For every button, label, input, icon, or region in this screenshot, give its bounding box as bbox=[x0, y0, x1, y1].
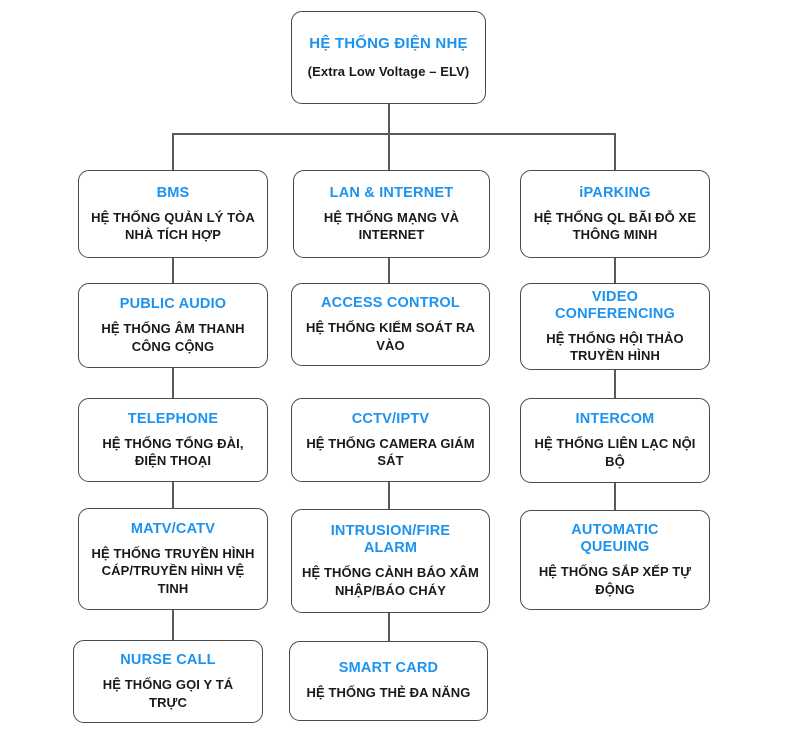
node-description: HỆ THỐNG QUẢN LÝ TÒA NHÀ TÍCH HỢP bbox=[91, 209, 255, 243]
node-description: HỆ THỐNG THẺ ĐA NĂNG bbox=[306, 685, 471, 701]
node-telephone[interactable]: TELEPHONE HỆ THỐNG TỔNG ĐÀI, ĐIỆN THOẠI bbox=[78, 398, 268, 482]
connector-middle-1-2 bbox=[388, 258, 390, 283]
node-description: HỆ THỐNG QL BÃI ĐỖ XE THÔNG MINH bbox=[533, 209, 697, 243]
node-title: VIDEO CONFERENCING bbox=[554, 288, 675, 322]
node-description: HỆ THỐNG KIỂM SOÁT RA VÀO bbox=[306, 320, 475, 353]
connector-bus-to-middle bbox=[388, 133, 390, 170]
node-title: iPARKING bbox=[579, 184, 651, 201]
connector-root-trunk bbox=[388, 104, 390, 134]
node-automatic-queuing[interactable]: AUTOMATIC QUEUING HỆ THỐNG SẮP XẾP TỰ ĐỘ… bbox=[520, 510, 710, 610]
node-matv-catv[interactable]: MATV/CATV HỆ THỐNG TRUYỀN HÌNH CÁP/TRUYỀ… bbox=[78, 508, 268, 610]
node-video-conferencing[interactable]: VIDEO CONFERENCING HỆ THỐNG HỘI THẢO TRU… bbox=[520, 283, 710, 370]
connector-right-1-2 bbox=[614, 258, 616, 283]
node-description: HỆ THỐNG MẠNG VÀ INTERNET bbox=[323, 209, 460, 243]
node-cctv-iptv[interactable]: CCTV/IPTV HỆ THỐNG CAMERA GIÁM SÁT bbox=[291, 398, 490, 482]
connector-left-1-2 bbox=[172, 258, 174, 283]
node-smart-card[interactable]: SMART CARD HỆ THỐNG THẺ ĐA NĂNG bbox=[289, 641, 488, 721]
connector-right-3-4 bbox=[614, 483, 616, 510]
connector-left-3-4 bbox=[172, 482, 174, 508]
node-title: INTERCOM bbox=[575, 411, 655, 428]
node-title: PUBLIC AUDIO bbox=[119, 296, 227, 313]
connector-right-2-3 bbox=[614, 370, 616, 398]
node-description: HỆ THỐNG ÂM THANH CÔNG CỘNG bbox=[101, 321, 245, 354]
node-title: LAN & INTERNET bbox=[329, 184, 454, 201]
node-title: NURSE CALL bbox=[120, 652, 216, 669]
node-intrusion-fire-alarm[interactable]: INTRUSION/FIRE ALARM HỆ THỐNG CẢNH BÁO X… bbox=[291, 509, 490, 613]
node-title: ACCESS CONTROL bbox=[321, 295, 460, 312]
node-description: HỆ THỐNG TRUYỀN HÌNH CÁP/TRUYỀN HÌNH VỆ … bbox=[91, 546, 255, 596]
node-description: HỆ THỐNG CAMERA GIÁM SÁT bbox=[306, 435, 475, 469]
node-title: TELEPHONE bbox=[127, 410, 219, 427]
node-description: HỆ THỐNG HỘI THẢO TRUYỀN HÌNH bbox=[546, 330, 684, 364]
node-title: BMS bbox=[156, 184, 190, 201]
node-description: HỆ THỐNG CẢNH BÁO XÂM NHẬP/BÁO CHÁY bbox=[302, 565, 479, 598]
connector-left-4-5 bbox=[172, 610, 174, 640]
connector-middle-4-5 bbox=[388, 613, 390, 641]
node-root-elv[interactable]: HỆ THỐNG ĐIỆN NHẸ (Extra Low Voltage – E… bbox=[291, 11, 486, 104]
node-nurse-call[interactable]: NURSE CALL HỆ THỐNG GỌI Y TÁ TRỰC bbox=[73, 640, 263, 723]
node-title: SMART CARD bbox=[338, 660, 439, 677]
node-description: HỆ THỐNG GỌI Y TÁ TRỰC bbox=[102, 677, 234, 710]
node-public-audio[interactable]: PUBLIC AUDIO HỆ THỐNG ÂM THANH CÔNG CỘNG bbox=[78, 283, 268, 368]
node-bms[interactable]: BMS HỆ THỐNG QUẢN LÝ TÒA NHÀ TÍCH HỢP bbox=[78, 170, 268, 258]
node-intercom[interactable]: INTERCOM HỆ THỐNG LIÊN LẠC NỘI BỘ bbox=[520, 398, 710, 483]
node-title: INTRUSION/FIRE ALARM bbox=[330, 523, 451, 557]
node-title: MATV/CATV bbox=[130, 521, 216, 538]
connector-bus-to-left bbox=[172, 133, 174, 170]
connector-bus-to-right bbox=[614, 133, 616, 170]
connector-left-2-3 bbox=[172, 368, 174, 398]
node-title: HỆ THỐNG ĐIỆN NHẸ bbox=[309, 35, 468, 53]
connector-horizontal-bus bbox=[173, 133, 615, 135]
node-description: HỆ THỐNG LIÊN LẠC NỘI BỘ bbox=[534, 436, 696, 469]
node-description: HỆ THỐNG TỔNG ĐÀI, ĐIỆN THOẠI bbox=[102, 435, 244, 469]
node-iparking[interactable]: iPARKING HỆ THỐNG QL BÃI ĐỖ XE THÔNG MIN… bbox=[520, 170, 710, 258]
node-title: AUTOMATIC QUEUING bbox=[571, 522, 659, 556]
node-lan-internet[interactable]: LAN & INTERNET HỆ THỐNG MẠNG VÀ INTERNET bbox=[293, 170, 490, 258]
node-description: (Extra Low Voltage – ELV) bbox=[307, 63, 470, 79]
node-description: HỆ THỐNG SẮP XẾP TỰ ĐỘNG bbox=[538, 564, 692, 597]
connector-middle-3-4 bbox=[388, 482, 390, 509]
node-title: CCTV/IPTV bbox=[351, 410, 430, 427]
node-access-control[interactable]: ACCESS CONTROL HỆ THỐNG KIỂM SOÁT RA VÀO bbox=[291, 283, 490, 366]
